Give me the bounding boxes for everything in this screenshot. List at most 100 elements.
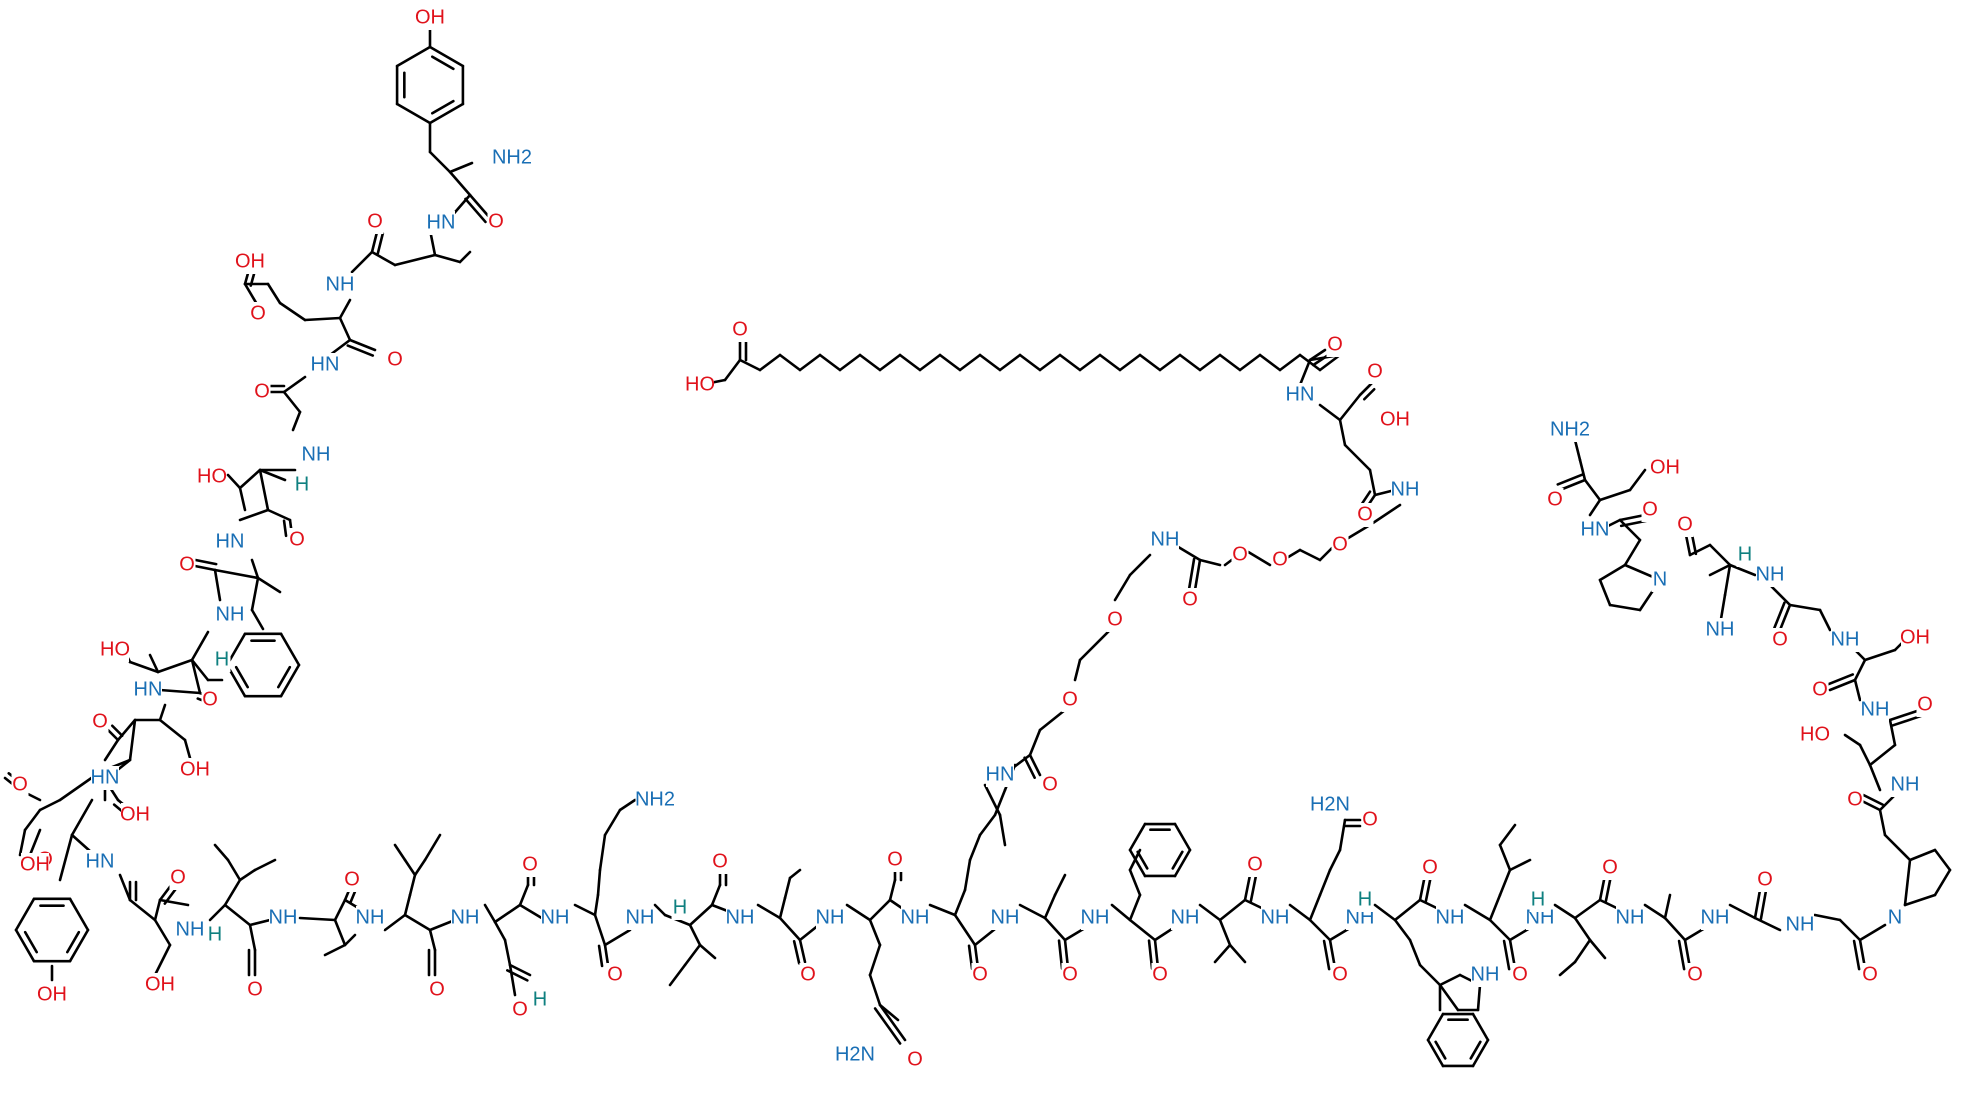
atom-label-background [1641,498,1659,522]
bond-373 [1578,458,1587,482]
atom-label-background [269,906,297,930]
bond-252 [1288,903,1312,922]
atom-label-background [101,638,129,662]
atom-label-o-109: O [1357,503,1373,525]
bond-263 [1373,903,1397,922]
bond-23 [376,232,385,255]
bond-129 [213,843,230,862]
atom-label-o-113: O [1232,543,1248,565]
atom-label-o-107: O [1367,360,1383,382]
bond-291 [1508,858,1532,872]
bond-431 [1198,558,1222,567]
atom-label-background [1391,478,1419,502]
atom-label-background [326,273,354,297]
bond-233 [1128,848,1147,878]
bond-176 [597,944,604,968]
atom-label-o-73: O [1512,963,1528,985]
atom-label-h-48: H [673,896,687,918]
bond-336 [1890,714,1924,727]
bond-191 [783,876,792,900]
bond-363 [1618,518,1642,542]
bond-384 [838,353,862,372]
bond-248 [1218,898,1247,922]
bond-332 [1843,733,1862,747]
bond-398 [1118,353,1142,372]
bond-110 [68,897,90,932]
bond-148 [413,858,427,877]
atom-label-background [487,210,505,234]
atom-label-background [311,353,339,377]
bond-175 [603,943,610,967]
atom-label-oh-101: OH [1650,456,1680,478]
bond-438 [1073,658,1082,682]
atom-label-oh-29: OH [37,983,67,1005]
bond-261 [1322,939,1331,971]
bond-286 [1463,903,1492,922]
bond-254 [1318,868,1332,897]
bond-34 [348,338,377,352]
bond-434 [1173,543,1202,562]
atom-label-background [416,6,444,30]
atom-label-o-57: O [972,963,988,985]
bond-429 [1243,548,1272,567]
bond-211 [963,858,972,892]
atom-label-background [1701,906,1729,930]
bond-153 [428,928,437,952]
bond-104 [58,833,74,882]
bond-14 [468,193,492,220]
bond-406 [1278,353,1302,372]
bond-439 [1038,708,1067,732]
bond-338 [1853,658,1867,682]
atom-label-hn-30: HN [86,850,115,872]
atom-label-hn-119: HN [986,763,1015,785]
bond-65 [213,568,260,580]
bond-216 [953,913,977,947]
bond-64 [250,608,265,631]
bond-68 [213,568,222,602]
bond-20 [433,253,462,264]
atom-label-background [253,380,271,404]
atom-label-background [1601,856,1619,880]
bond-403 [1218,353,1242,372]
bond-180 [688,923,702,947]
atom-label-o-16: O [179,553,195,575]
bond-51 [238,508,270,522]
atom-label-o-63: O [1247,853,1263,875]
bond-395 [1058,353,1082,372]
bond-389 [938,353,962,372]
bond-256 [1338,818,1347,852]
bond-311 [1728,903,1757,920]
atom-label-ho-12: HO [197,465,227,487]
bond-174 [593,913,607,947]
bond-170 [596,868,602,897]
atom-label-background [1261,906,1289,930]
atom-label-o-89: O [1812,678,1828,700]
bond-182 [668,963,687,987]
bond-111 [66,930,81,954]
atom-label-o-41: O [512,998,528,1020]
bond-442 [1023,756,1036,779]
bond-392 [998,353,1022,372]
atom-label-background [1846,788,1864,812]
atom-label-background [1366,360,1384,384]
bond-108 [14,897,36,932]
bond-116 [118,873,132,902]
bond-143 [349,889,357,904]
atom-label-o-84: O [1847,788,1863,810]
atom-label-o-61: O [1152,963,1168,985]
bond-52 [250,558,260,580]
atom-label-background [1801,723,1829,747]
bond-305 [1643,903,1667,920]
bond-273 [1471,1012,1490,1042]
bond-296 [1553,903,1577,920]
atom-label-nh-64: NH [1261,906,1290,928]
atom-label-o-80: O [1757,868,1773,890]
atom-label-background [635,788,675,812]
bond-270 [1426,1038,1445,1068]
bond-244 [1198,903,1222,922]
bond-0 [428,102,465,125]
atom-label-h-13: H [295,473,309,495]
bond-69 [190,630,210,662]
bond-374 [1573,438,1582,462]
